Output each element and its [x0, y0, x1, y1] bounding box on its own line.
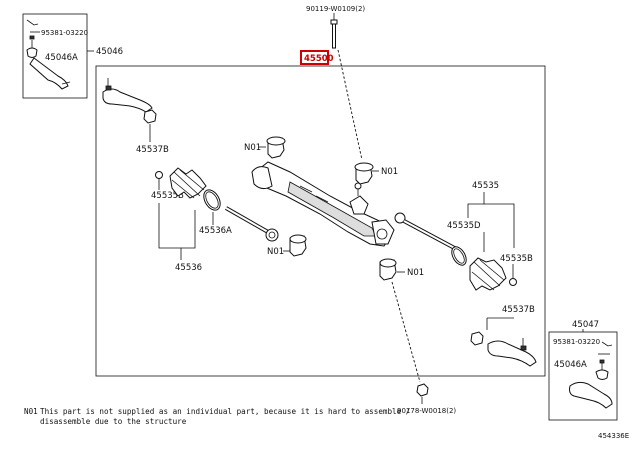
- top-bolt-icon: [330, 19, 338, 49]
- left-boot-set-label[interactable]: 45536: [175, 263, 202, 273]
- left-ring-icon: [203, 189, 221, 211]
- rack-housing-icon: [251, 161, 395, 247]
- right-tie-rod-end-icon: [487, 338, 537, 367]
- left-nut-icon: [143, 109, 157, 124]
- main-part-label[interactable]: 45500: [304, 54, 334, 64]
- bottom-bolt-icon: [416, 383, 429, 397]
- left-ring-label[interactable]: 45536A: [199, 226, 232, 236]
- main-frame: [95, 65, 546, 377]
- right-boot-icon: [469, 257, 507, 291]
- left-boot-icon: [169, 167, 207, 199]
- right-kit-end-label[interactable]: 45046A: [554, 360, 587, 370]
- right-inner-rod-icon: [394, 212, 463, 254]
- right-nut-label[interactable]: 45537B: [502, 305, 535, 315]
- upper-right-bushing-label[interactable]: N01: [381, 167, 398, 177]
- right-nut-icon: [470, 331, 484, 346]
- right-clamp-icon: [509, 278, 517, 286]
- lower-right-bushing-label[interactable]: N01: [407, 268, 424, 278]
- bottom-bolt-label[interactable]: 90178-W0018(2): [397, 407, 456, 415]
- left-clamp-label[interactable]: 45535B: [151, 191, 184, 201]
- footnote-line1: This part is not supplied as an individu…: [40, 407, 410, 416]
- diagram-ref: 454336E: [598, 432, 629, 440]
- lower-left-bushing-icon: [289, 234, 307, 257]
- right-kit-id-label[interactable]: 45047: [572, 320, 599, 330]
- left-kit-id-label[interactable]: 45046: [96, 47, 123, 57]
- left-clamp-icon: [155, 171, 163, 190]
- upper-left-bushing-icon: [266, 136, 286, 159]
- left-kit-tie-rod-end-icon: [26, 19, 71, 90]
- lower-right-bushing-icon: [379, 258, 397, 281]
- footnote-code: N01: [24, 407, 38, 416]
- right-kit-clip-label[interactable]: 95381-03220: [553, 338, 600, 346]
- left-nut-label[interactable]: 45537B: [136, 145, 169, 155]
- right-rod-set-label[interactable]: 45535: [472, 181, 499, 191]
- left-kit-frame: [22, 13, 88, 99]
- left-kit-end-label[interactable]: 45046A: [45, 53, 78, 63]
- right-kit-tie-rod-end-icon: [569, 341, 613, 409]
- right-boot-label[interactable]: 45535B: [500, 254, 533, 264]
- left-kit-clip-label[interactable]: 95381-03220: [41, 29, 88, 37]
- left-tie-rod-end-icon: [102, 78, 153, 113]
- footnote-line2: disassemble due to the structure: [40, 417, 187, 426]
- lower-left-bushing-label[interactable]: N01: [267, 247, 284, 257]
- top-bolt-label[interactable]: 90119-W0109(2): [306, 5, 365, 13]
- left-inner-rod-icon: [225, 206, 279, 242]
- right-ring-icon: [451, 246, 467, 266]
- main-part-badge[interactable]: 45500: [300, 50, 334, 65]
- upper-left-bushing-label[interactable]: N01: [244, 143, 261, 153]
- upper-right-bushing-icon: [354, 162, 374, 185]
- right-rod-label[interactable]: 45535D: [447, 221, 481, 231]
